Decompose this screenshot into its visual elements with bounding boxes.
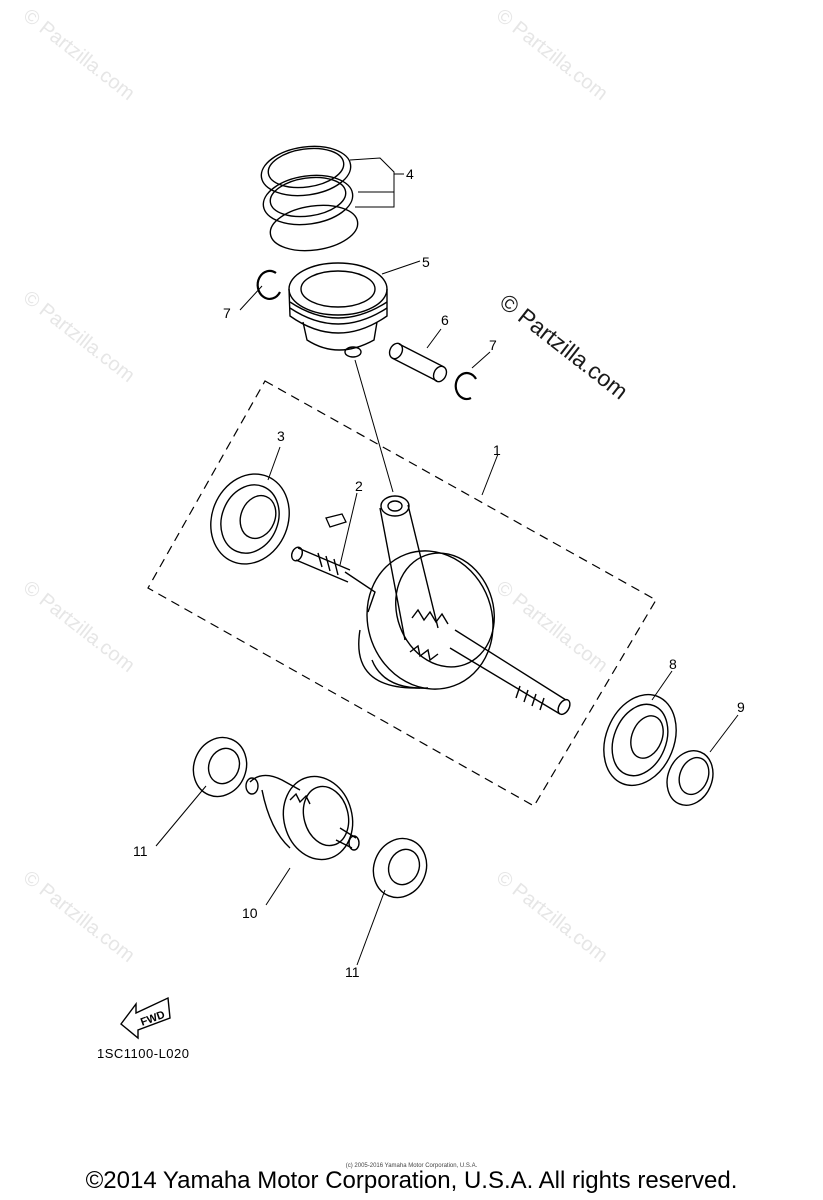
fwd-arrow-icon: FWD [120,996,171,1040]
callout-9: 9 [737,699,745,715]
watermark-text: © Partzilla.com [19,287,139,387]
watermark-large: © Partzilla.com [495,288,633,404]
watermark-text: © Partzilla.com [492,5,612,105]
callout-4: 4 [406,166,414,182]
assembly-boundary [147,380,657,807]
watermark-text: © Partzilla.com [492,577,612,677]
balancer-shaft [245,774,360,861]
callout-10: 10 [242,905,258,921]
piston [288,262,388,358]
callout-11: 11 [345,964,360,980]
bearing [603,693,677,787]
callout-7: 7 [223,305,231,321]
fine-print: (c) 2005-2016 Yamaha Motor Corporation, … [345,1163,478,1169]
callout-5: 5 [422,254,430,270]
watermark-text: © Partzilla.com [492,867,612,967]
watermark-text: © Partzilla.com [19,867,139,967]
callout-labels: 1 2 3 4 5 6 7 7 8 9 10 11 11 [133,166,745,980]
callout-3: 3 [277,428,285,444]
crankshaft [290,495,571,716]
copyright-notice: ©2014 Yamaha Motor Corporation, U.S.A. A… [85,1167,738,1194]
leader-lines [155,157,739,966]
callout-1: 1 [493,442,501,458]
bearing [372,837,428,899]
oil-seal [666,750,714,806]
piston-rings [260,145,359,252]
piston-pin [388,342,448,383]
callout-7: 7 [489,337,497,353]
callout-8: 8 [669,656,677,672]
watermark-text: © Partzilla.com [19,5,139,105]
circlip [454,371,477,401]
circlip [256,269,281,300]
callout-6: 6 [441,312,449,328]
bearing [210,473,290,565]
callout-2: 2 [355,478,363,494]
diagram-code: 1SC1100-L020 [97,1046,190,1061]
bearing [192,736,248,798]
callout-11: 11 [133,843,148,859]
woodruff-key [325,513,347,528]
watermark-text: © Partzilla.com [19,577,139,677]
